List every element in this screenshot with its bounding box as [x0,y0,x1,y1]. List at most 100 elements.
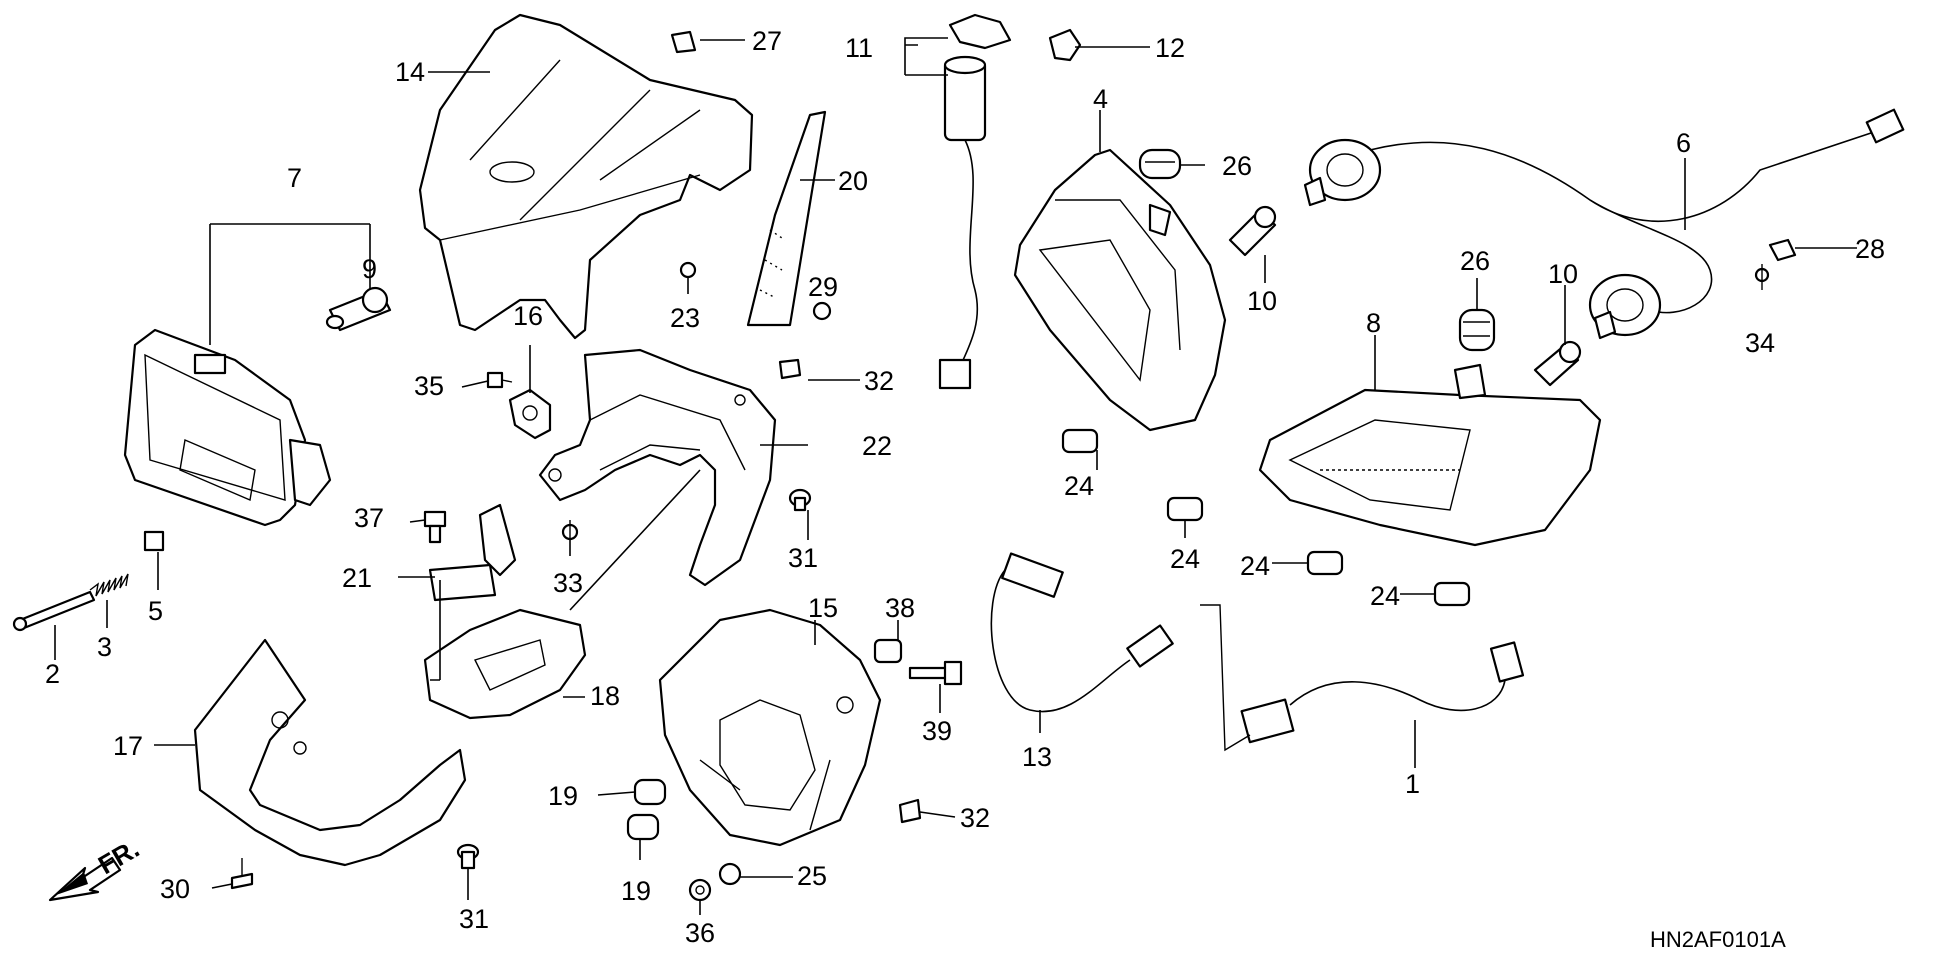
clip-part-32-lower [898,798,922,824]
bulb-part-9 [325,286,392,332]
callout-28: 28 [1855,234,1885,264]
callout-34: 34 [1745,328,1775,358]
bolt-part-37 [423,510,447,544]
screw-part-30 [230,858,254,890]
callout-6: 6 [1676,128,1691,158]
callout-24-a: 24 [1064,471,1094,501]
callout-2: 2 [45,659,60,689]
callout-9: 9 [362,254,377,284]
harness-part-1 [1200,604,1525,752]
headlight-part-7 [123,328,332,527]
socket-part-11 [938,13,1012,390]
callout-32-upper: 32 [864,366,894,396]
grommet-part-12 [1048,28,1082,62]
callout-30: 30 [160,874,190,904]
bracket-part-18 [423,608,587,720]
spring-part-3 [89,573,129,597]
harness-part-6 [1303,108,1905,340]
nut-part-36 [688,878,712,902]
clip-part-28 [1768,238,1797,262]
callout-33: 33 [553,568,583,598]
callout-16: 16 [513,301,543,331]
callout-32-lower: 32 [960,803,990,833]
clip-part-27 [670,30,697,54]
callout-19-b: 19 [621,876,651,906]
bushing-part-19-a [633,778,667,806]
callout-10-lower: 10 [1548,259,1578,289]
callout-14: 14 [395,57,425,87]
grommet-part-24-b [1166,496,1204,522]
diagram-code: HN2AF0101A [1650,927,1786,952]
callout-labels: 14 7 9 2 3 5 16 35 37 21 18 33 17 30 31 … [45,26,1885,948]
callout-18: 18 [590,681,620,711]
callout-35: 35 [414,371,444,401]
nut-part-25 [718,862,742,886]
callout-21: 21 [342,563,372,593]
callout-24-b: 24 [1170,544,1200,574]
grommet-part-26-lower [1458,308,1496,352]
callout-38: 38 [885,593,915,623]
cover-part-14 [418,13,754,340]
bulb-part-10-upper [1228,205,1277,257]
grommet-part-24-c [1306,550,1344,576]
clip-part-32-upper [778,358,802,380]
callout-20: 20 [838,166,868,196]
front-direction-arrow-icon: FR. [48,833,144,902]
callout-7: 7 [287,163,302,193]
nut-part-23 [679,261,697,279]
callout-5: 5 [148,596,163,626]
headlight-part-8 [1258,363,1602,547]
collar-part-38 [873,638,903,664]
callout-36: 36 [685,918,715,948]
callout-31-lower: 31 [459,904,489,934]
harness-part-13 [990,552,1174,713]
callout-24-c: 24 [1240,551,1270,581]
seal-part-20 [746,110,827,327]
callout-8: 8 [1366,308,1381,338]
callout-26-upper: 26 [1222,151,1252,181]
screw-part-33 [561,520,579,541]
callout-4: 4 [1093,84,1108,114]
nut-part-5 [143,530,165,552]
grommet-part-24-a [1061,428,1099,454]
bolt-part-35 [486,371,513,389]
callout-23: 23 [670,303,700,333]
bracket-part-16 [508,388,552,440]
callout-22: 22 [862,431,892,461]
stay-part-21 [428,503,517,602]
callout-29: 29 [808,272,838,302]
headlight-part-4 [1013,148,1227,432]
callout-19-a: 19 [548,781,578,811]
callout-1: 1 [1405,769,1420,799]
grommet-part-29 [812,301,832,321]
leader-lines [54,37,1857,915]
callout-27: 27 [752,26,782,56]
callout-15: 15 [808,593,838,623]
callout-11: 11 [845,33,873,63]
callout-39: 39 [922,716,952,746]
rivet-part-31-upper [788,488,812,512]
callout-17: 17 [113,731,143,761]
callout-24-d: 24 [1370,581,1400,611]
screw-part-34 [1754,264,1770,290]
adjust-screw-part-2 [12,590,96,632]
bolt-part-39 [908,660,963,686]
inner-cover-part-22 [538,348,777,587]
callout-26-lower: 26 [1460,246,1490,276]
callout-10-upper: 10 [1247,286,1277,316]
grommet-part-24-d [1433,581,1471,607]
rivet-part-31-lower [456,843,480,870]
callout-12: 12 [1155,33,1185,63]
callout-3: 3 [97,632,112,662]
bushing-part-19-b [626,813,660,841]
callout-25: 25 [797,861,827,891]
mount-part-15 [658,608,882,847]
callout-13: 13 [1022,742,1052,772]
grommet-part-26-upper [1138,148,1182,180]
callout-37: 37 [354,503,384,533]
callout-31-upper: 31 [788,543,818,573]
lower-cover-part-17 [193,638,467,867]
bulb-part-10-lower [1533,340,1582,387]
